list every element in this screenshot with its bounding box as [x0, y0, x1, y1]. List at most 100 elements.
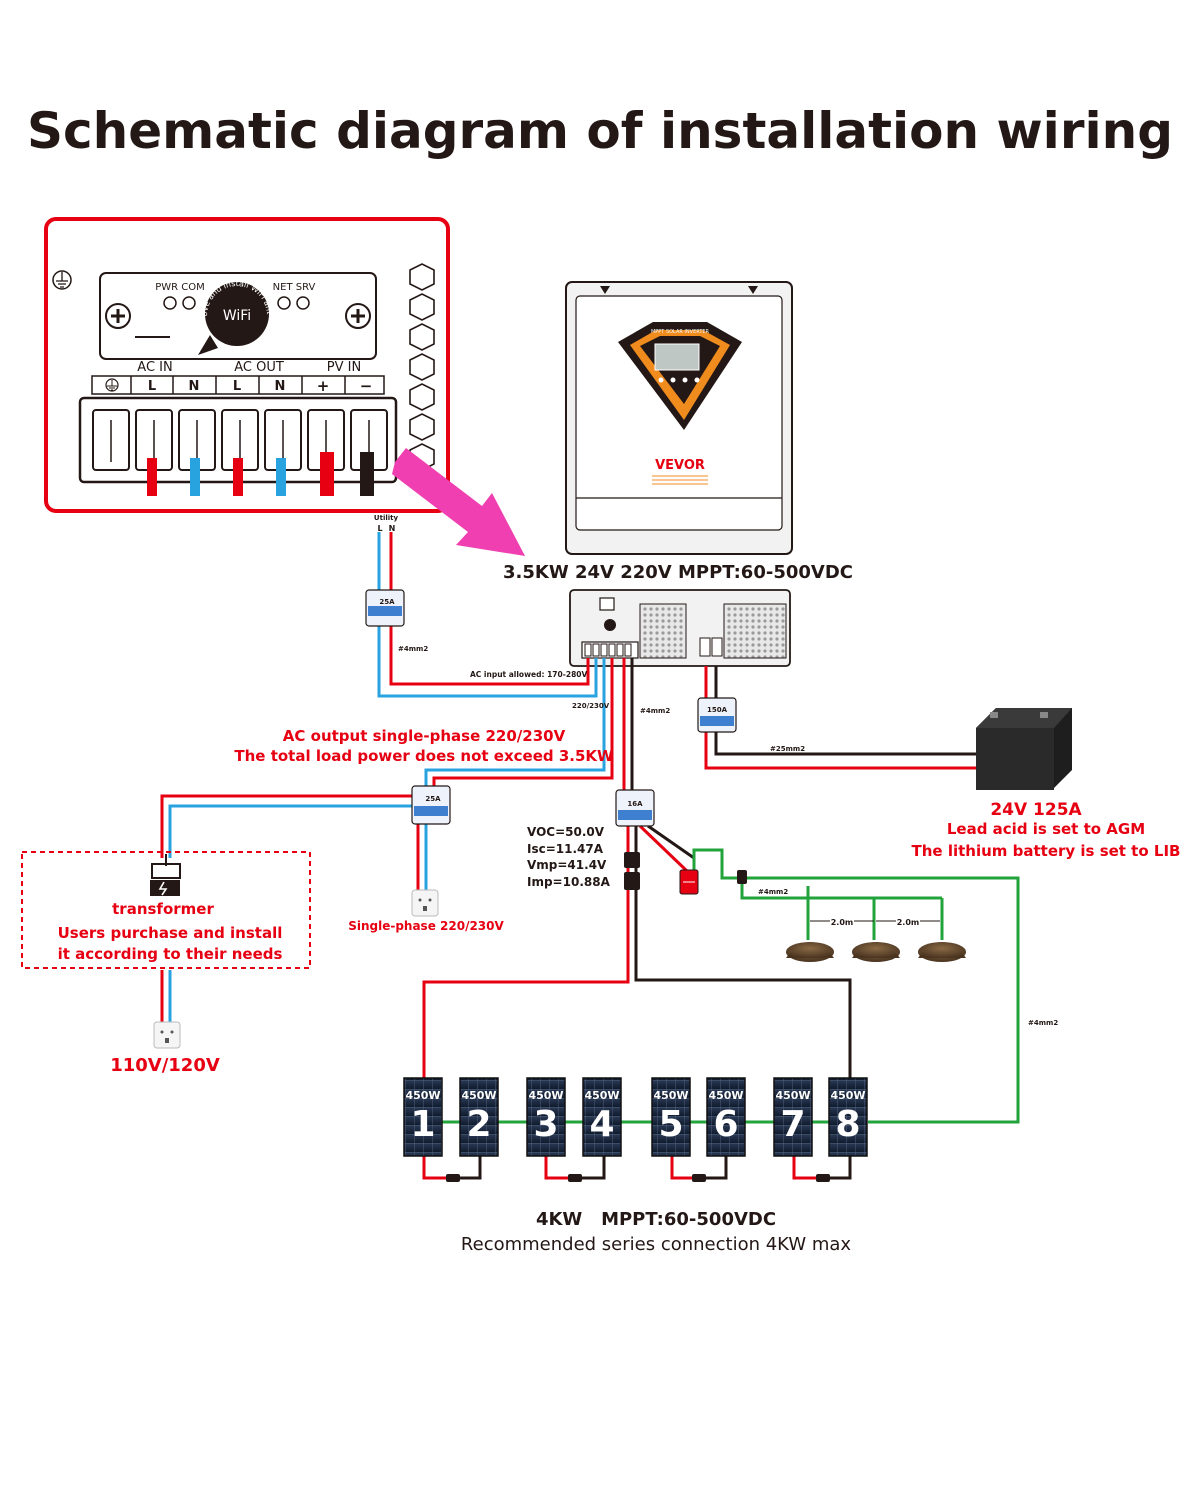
wifi-label: WiFi	[223, 308, 251, 324]
transformer-icon	[150, 854, 181, 896]
pv-wire-label: #4mm2	[640, 707, 670, 715]
breaker-output: 25A	[411, 785, 451, 825]
led-pwr	[163, 296, 177, 310]
panel-number: 4	[589, 1104, 614, 1145]
ac-output-line2: The total load power does not exceed 3.5…	[234, 747, 614, 765]
led-srv	[296, 296, 310, 310]
breaker-utility-label: 25A	[379, 598, 395, 606]
pointer-arrow	[392, 448, 525, 556]
pv-minus-label: −	[360, 377, 373, 395]
transformer-box	[21, 851, 311, 969]
panel-number: 7	[780, 1104, 805, 1145]
inverter-front: MPPT SOLAR INVERTER VEVOR	[565, 281, 793, 555]
utility-wire-label: #4mm2	[398, 645, 428, 653]
breaker-battery-label: 150A	[707, 706, 728, 714]
panel-number: 5	[658, 1104, 683, 1145]
panel-watt: 450W	[653, 1089, 688, 1102]
inverter-brand: VEVOR	[655, 458, 705, 473]
led-net	[277, 296, 291, 310]
outlet-110-icon	[153, 1021, 181, 1049]
ground-icon	[52, 270, 72, 290]
ac-output-line1: AC output single-phase 220/230V	[283, 727, 566, 745]
breaker-battery: 150A	[697, 697, 737, 733]
panel-number: 3	[533, 1104, 558, 1145]
pv-plus-wire	[320, 452, 334, 496]
battery-line1: Lead acid is set to AGM	[947, 820, 1145, 838]
output-voltage-label: 220/230V	[572, 702, 610, 710]
ac-in-l-label: L	[148, 379, 156, 394]
ac-in-n-wire	[190, 458, 200, 496]
utility-n-label: N	[389, 524, 396, 533]
ac-out-n-wire	[276, 458, 286, 496]
breaker-pv: 16A	[615, 789, 655, 827]
ground-rods	[786, 920, 966, 962]
battery-line2: The lithium battery is set to LIB	[912, 842, 1181, 860]
battery	[976, 708, 1072, 790]
ac-out-n-label: N	[275, 379, 286, 394]
solar-panel: 450W 7	[773, 1077, 813, 1157]
solar-panel: 450W 3	[526, 1077, 566, 1157]
mc4-connectors	[446, 852, 830, 1182]
ac-out-l-label: L	[233, 379, 241, 394]
panel-watt: 450W	[405, 1089, 440, 1102]
wifi-antenna-icon	[205, 282, 269, 346]
ac-in-l-wire	[147, 458, 157, 496]
battery-title: 24V 125A	[990, 800, 1082, 820]
pv-plus-label: +	[317, 377, 330, 395]
wires	[160, 532, 1020, 1180]
outlet-220-icon	[411, 889, 439, 917]
solar-panel: 450W 1	[403, 1077, 443, 1157]
solar-panel: 450W 4	[582, 1077, 622, 1157]
ac-input-allowed-label: AC input allowed: 170-280V	[470, 670, 588, 679]
ac-out-l-wire	[233, 458, 243, 496]
single-phase-label: Single-phase 220/230V	[348, 919, 504, 933]
panel-watt: 450W	[584, 1089, 619, 1102]
panel-watt: 450W	[708, 1089, 743, 1102]
panel-number: 1	[410, 1104, 435, 1145]
inverter-bottom	[569, 589, 791, 667]
solar-panel: 450W 8	[828, 1077, 868, 1157]
terminal-panel: PWR COM NET SRV WiFi Remove and install …	[0, 0, 450, 513]
solar-panel: 450W 6	[706, 1077, 746, 1157]
ac-in-label: AC IN	[137, 360, 172, 375]
led-com	[182, 296, 196, 310]
low-voltage-label: 110V/120V	[110, 1055, 220, 1076]
breaker-output-label: 25A	[425, 795, 441, 803]
surge-protector	[679, 869, 699, 895]
array-subtitle: Recommended series connection 4KW max	[461, 1234, 852, 1255]
solar-panel: 450W 5	[651, 1077, 691, 1157]
ac-in-n-label: N	[189, 379, 200, 394]
battery-wire-label: #25mm2	[770, 745, 805, 753]
panel-watt: 450W	[528, 1089, 563, 1102]
utility-label: Utility	[374, 514, 399, 522]
transformer-line1: Users purchase and install	[58, 924, 283, 942]
pv-in-label: PV IN	[327, 360, 361, 375]
panel-watt: 450W	[461, 1089, 496, 1102]
inverter-banner: MPPT SOLAR INVERTER	[651, 329, 710, 335]
panel-number: 6	[713, 1104, 738, 1145]
panel-watt: 450W	[775, 1089, 810, 1102]
pv-spec-imp: Imp=10.88A	[527, 875, 611, 889]
pv-minus-wire	[360, 452, 374, 496]
pwr-com-label: PWR COM	[155, 282, 205, 293]
breaker-pv-label: 16A	[627, 800, 643, 808]
pv-spec-vmp: Vmp=41.4V	[527, 858, 607, 872]
array-title: 4KW MPPT:60-500VDC	[536, 1209, 776, 1230]
inverter-spec: 3.5KW 24V 220V MPPT:60-500VDC	[503, 562, 853, 583]
panel-number: 8	[835, 1104, 860, 1145]
transformer-line2: it according to their needs	[58, 945, 283, 963]
net-srv-label: NET SRV	[273, 282, 316, 293]
ground-spacing-label-1: 2.0m	[831, 918, 854, 927]
ac-out-label: AC OUT	[234, 360, 284, 375]
panel-watt: 450W	[830, 1089, 865, 1102]
utility-l-label: L	[377, 524, 382, 533]
page-title: Schematic diagram of installation wiring	[27, 102, 1173, 160]
ground-spacing-label-2: 2.0m	[897, 918, 920, 927]
transformer-label: transformer	[112, 900, 214, 918]
solar-panel: 450W 2	[459, 1077, 499, 1157]
ground-wire-label: #4mm2	[758, 888, 788, 896]
panel-ground-wire-label: #4mm2	[1028, 1019, 1058, 1027]
breaker-utility: 25A	[365, 589, 405, 627]
panel-number: 2	[466, 1104, 491, 1145]
